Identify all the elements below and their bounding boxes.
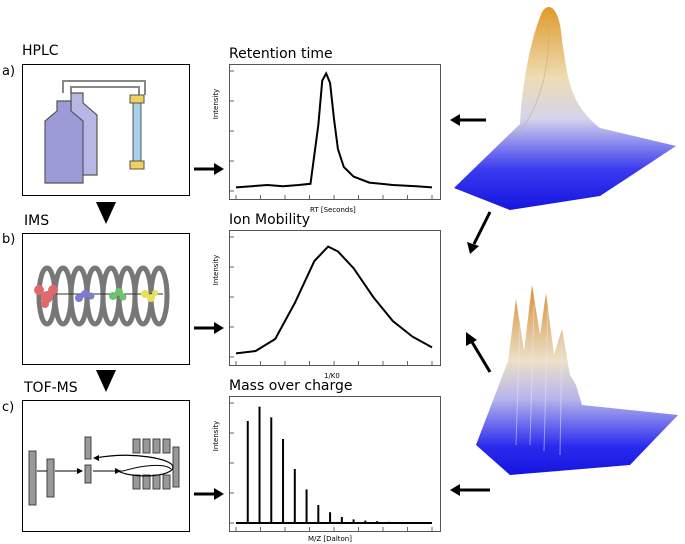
rt-xlabel: RT [Seconds] bbox=[310, 206, 356, 214]
section-letter-a: a) bbox=[2, 64, 16, 79]
down-arrow-icon bbox=[96, 370, 116, 392]
im-ylabel: Intensity bbox=[212, 254, 220, 286]
rt-ylabel: Intensity bbox=[212, 88, 220, 120]
series-line bbox=[235, 71, 433, 189]
mz-ylabel: Intensity bbox=[212, 420, 220, 452]
right-arrow-icon bbox=[194, 163, 224, 175]
left-arrow-icon bbox=[450, 484, 490, 496]
ims-box bbox=[22, 233, 190, 365]
hplc-box bbox=[22, 64, 190, 196]
ims-title: IMS bbox=[24, 213, 50, 229]
hplc-illustration bbox=[44, 80, 146, 184]
im-3d-surface bbox=[476, 285, 678, 475]
plot-title-rt: Retention time bbox=[229, 46, 333, 62]
mz-xlabel: M/Z [Dalton] bbox=[308, 535, 352, 543]
im-plot bbox=[229, 230, 441, 366]
hplc-title: HPLC bbox=[22, 43, 59, 59]
tofms-box bbox=[22, 400, 190, 532]
tofms-title: TOF-MS bbox=[24, 380, 78, 396]
plot-title-im: Ion Mobility bbox=[229, 212, 310, 228]
rt-plot-svg bbox=[230, 70, 433, 199]
ims-illustration bbox=[34, 265, 170, 327]
mz-plot bbox=[229, 396, 441, 532]
series-line bbox=[235, 245, 433, 355]
right-arrow-icon bbox=[194, 488, 224, 500]
left-arrow-icon bbox=[450, 114, 486, 126]
im-xlabel: 1/K0 bbox=[324, 372, 340, 380]
section-letter-c: c) bbox=[2, 400, 15, 415]
tofms-illustration bbox=[28, 436, 180, 506]
mz-plot-svg bbox=[230, 402, 433, 531]
down-left-arrow-icon bbox=[467, 211, 492, 254]
up-left-arrow-icon bbox=[466, 332, 492, 373]
rt-3d-surface bbox=[454, 7, 676, 211]
plot-title-mz: Mass over charge bbox=[229, 378, 353, 394]
section-letter-b: b) bbox=[2, 232, 16, 247]
im-plot-svg bbox=[230, 236, 433, 365]
rt-plot bbox=[229, 64, 441, 200]
right-arrow-icon bbox=[194, 322, 224, 334]
down-arrow-icon bbox=[96, 202, 116, 224]
